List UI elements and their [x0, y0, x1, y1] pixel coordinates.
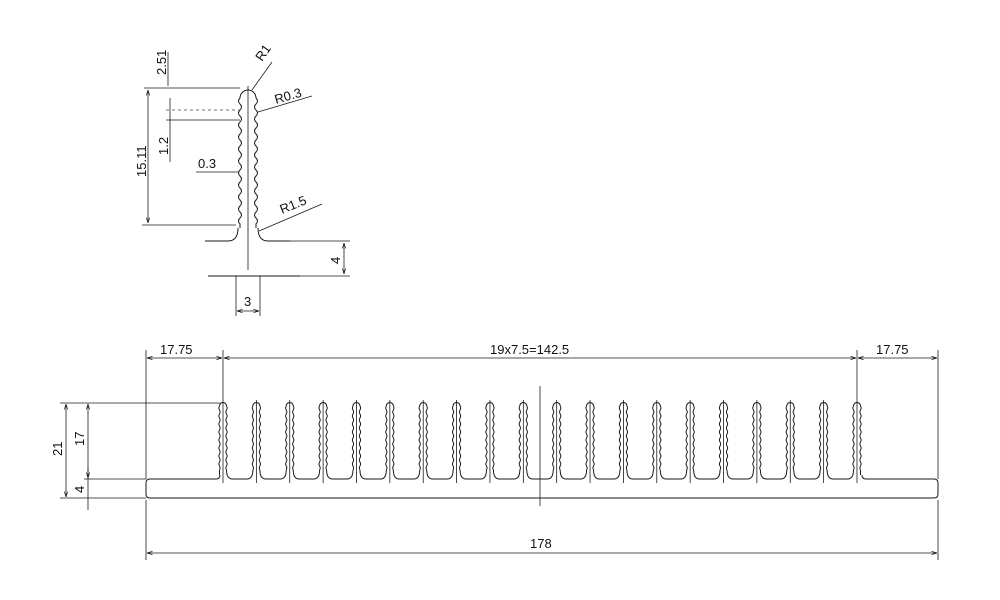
dim-tip-radius: R1	[251, 41, 274, 91]
dim-serration-radius-label: R0.3	[273, 85, 304, 107]
dim-fin-height-label: 15.11	[134, 145, 149, 177]
dim-base-thickness-profile-label: 4	[72, 486, 87, 493]
fin-detail-view: 2.51 R1 R0.3 15.11 1.2 0.3	[134, 41, 350, 316]
dim-left-chain: 21 17 4	[50, 402, 220, 510]
fin	[351, 400, 387, 483]
base-plate	[145, 474, 939, 499]
fin	[552, 400, 588, 483]
fin	[318, 400, 354, 483]
fin	[819, 400, 854, 483]
dim-pitch: 1.2	[156, 98, 240, 162]
dim-pitch-label: 1.2	[156, 137, 171, 155]
dim-base-thickness-detail: 4	[290, 240, 350, 277]
fin	[652, 400, 688, 483]
dim-left-margin-label: 17.75	[160, 342, 193, 357]
dim-right-margin-label: 17.75	[876, 342, 909, 357]
fin	[251, 400, 287, 483]
fin	[585, 400, 621, 483]
dim-fin-thickness-label: 3	[244, 294, 251, 309]
fin	[718, 400, 754, 483]
dim-fin-height: 15.11	[134, 90, 236, 226]
dim-total-width-label: 178	[530, 536, 552, 551]
fin	[685, 400, 721, 483]
fin-array	[218, 400, 862, 483]
fin-outline	[205, 86, 300, 277]
dim-root-radius-label: R1.5	[278, 193, 309, 217]
dim-tip-height: 2.51	[144, 50, 240, 89]
fin	[752, 400, 788, 483]
dim-tip-height-label: 2.51	[154, 50, 169, 75]
dim-total-width: 178	[145, 500, 939, 560]
dim-serration-radius: R0.3	[257, 85, 313, 113]
fin	[518, 400, 554, 483]
fin	[451, 400, 487, 483]
dim-fin-thickness: 3	[235, 276, 261, 316]
fin	[852, 400, 862, 483]
fin	[385, 400, 421, 483]
dim-base-thickness-detail-label: 4	[328, 257, 343, 264]
heatsink-profile-view: 17.75 19x7.5=142.5 17.75 21 17 4 178	[50, 342, 939, 560]
dim-fin-span-label: 19x7.5=142.5	[490, 342, 569, 357]
dim-fin-height-profile-label: 17	[72, 432, 87, 446]
dim-serration-depth: 0.3	[196, 156, 238, 173]
fin	[218, 400, 254, 483]
dim-serration-depth-label: 0.3	[198, 156, 216, 171]
fin	[285, 400, 321, 483]
fin	[485, 400, 521, 483]
dim-root-radius: R1.5	[258, 193, 323, 232]
fin	[418, 400, 454, 483]
dim-top-chain: 17.75 19x7.5=142.5 17.75	[145, 342, 939, 479]
dim-total-height-label: 21	[50, 442, 65, 456]
fin	[618, 400, 654, 483]
dim-tip-radius-label: R1	[252, 41, 274, 63]
fin	[785, 400, 821, 483]
